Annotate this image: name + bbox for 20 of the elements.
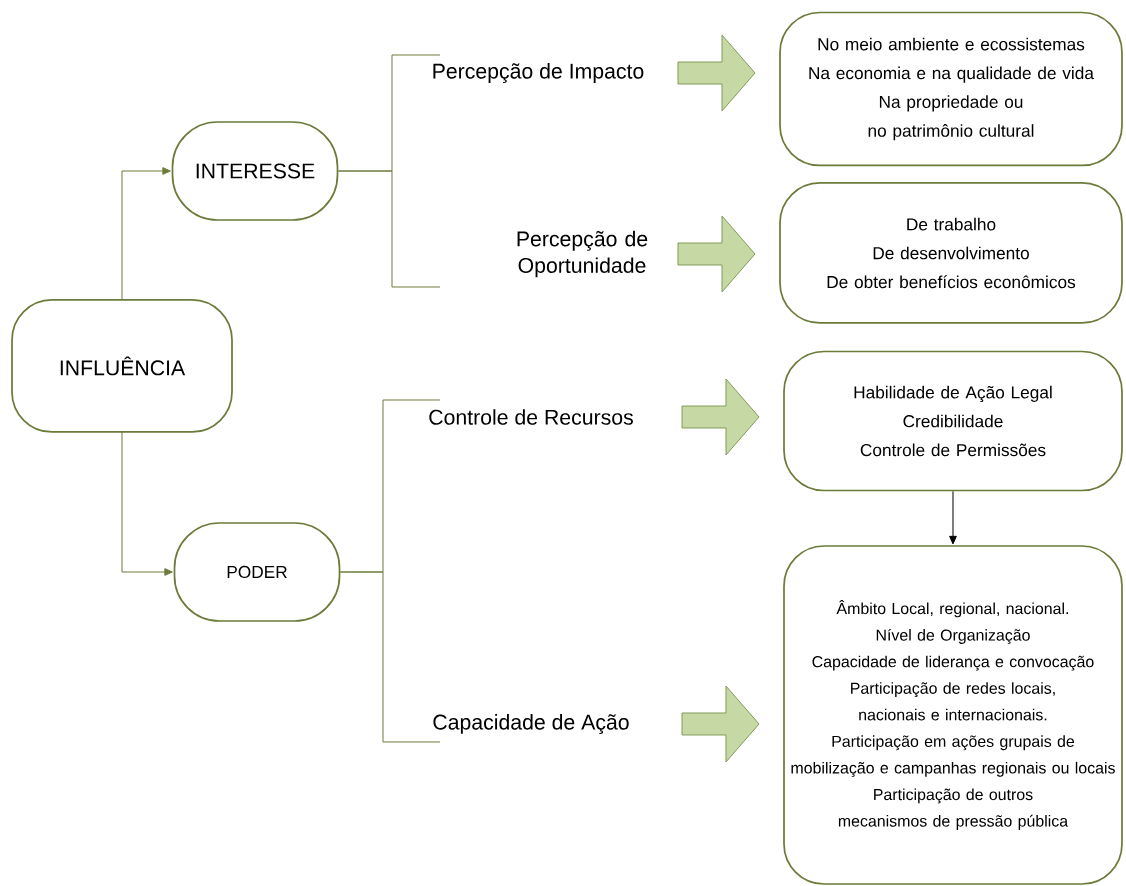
arrow <box>121 431 173 576</box>
branch-label: Percepção de Oportunidade <box>517 230 648 278</box>
bracket-line <box>337 170 441 288</box>
rounded-box: INFLUÊNCIA <box>11 299 233 433</box>
rounded-box: INTERESSE <box>171 121 339 221</box>
rounded-box: De trabalho De desenvolvimento De obter benefícios econômicos <box>779 182 1123 324</box>
rounded-box: No meio ambiente e ecossistemas Na economia e na qualidade de vida Na propriedade ou no patrimônio cultural <box>779 11 1123 167</box>
rounded-box: PODER <box>173 522 341 622</box>
bracket-line <box>339 571 441 743</box>
block-arrow <box>677 34 756 112</box>
arrow <box>949 490 957 545</box>
branch-label: Capacidade de Ação <box>433 714 629 734</box>
branch-label: Percepção de Impacto <box>433 63 644 83</box>
rounded-box: Âmbito Local, regional, nacional. Nível de Organização Capacidade de liderança e convocação Participação de redes locais, nacionais e internacionais. Participação em ações grupais de mobilização e campanhas regionais ou locais Participação de outros mecanismos de pressão pública <box>783 545 1123 885</box>
branch-label: Controle de Recursos <box>429 409 633 425</box>
block-arrow <box>677 215 756 293</box>
block-arrow <box>681 378 760 456</box>
arrow <box>121 167 171 301</box>
rounded-box: Habilidade de Ação Legal Credibilidade Controle de Permissões <box>783 350 1123 492</box>
block-arrow <box>681 685 760 763</box>
